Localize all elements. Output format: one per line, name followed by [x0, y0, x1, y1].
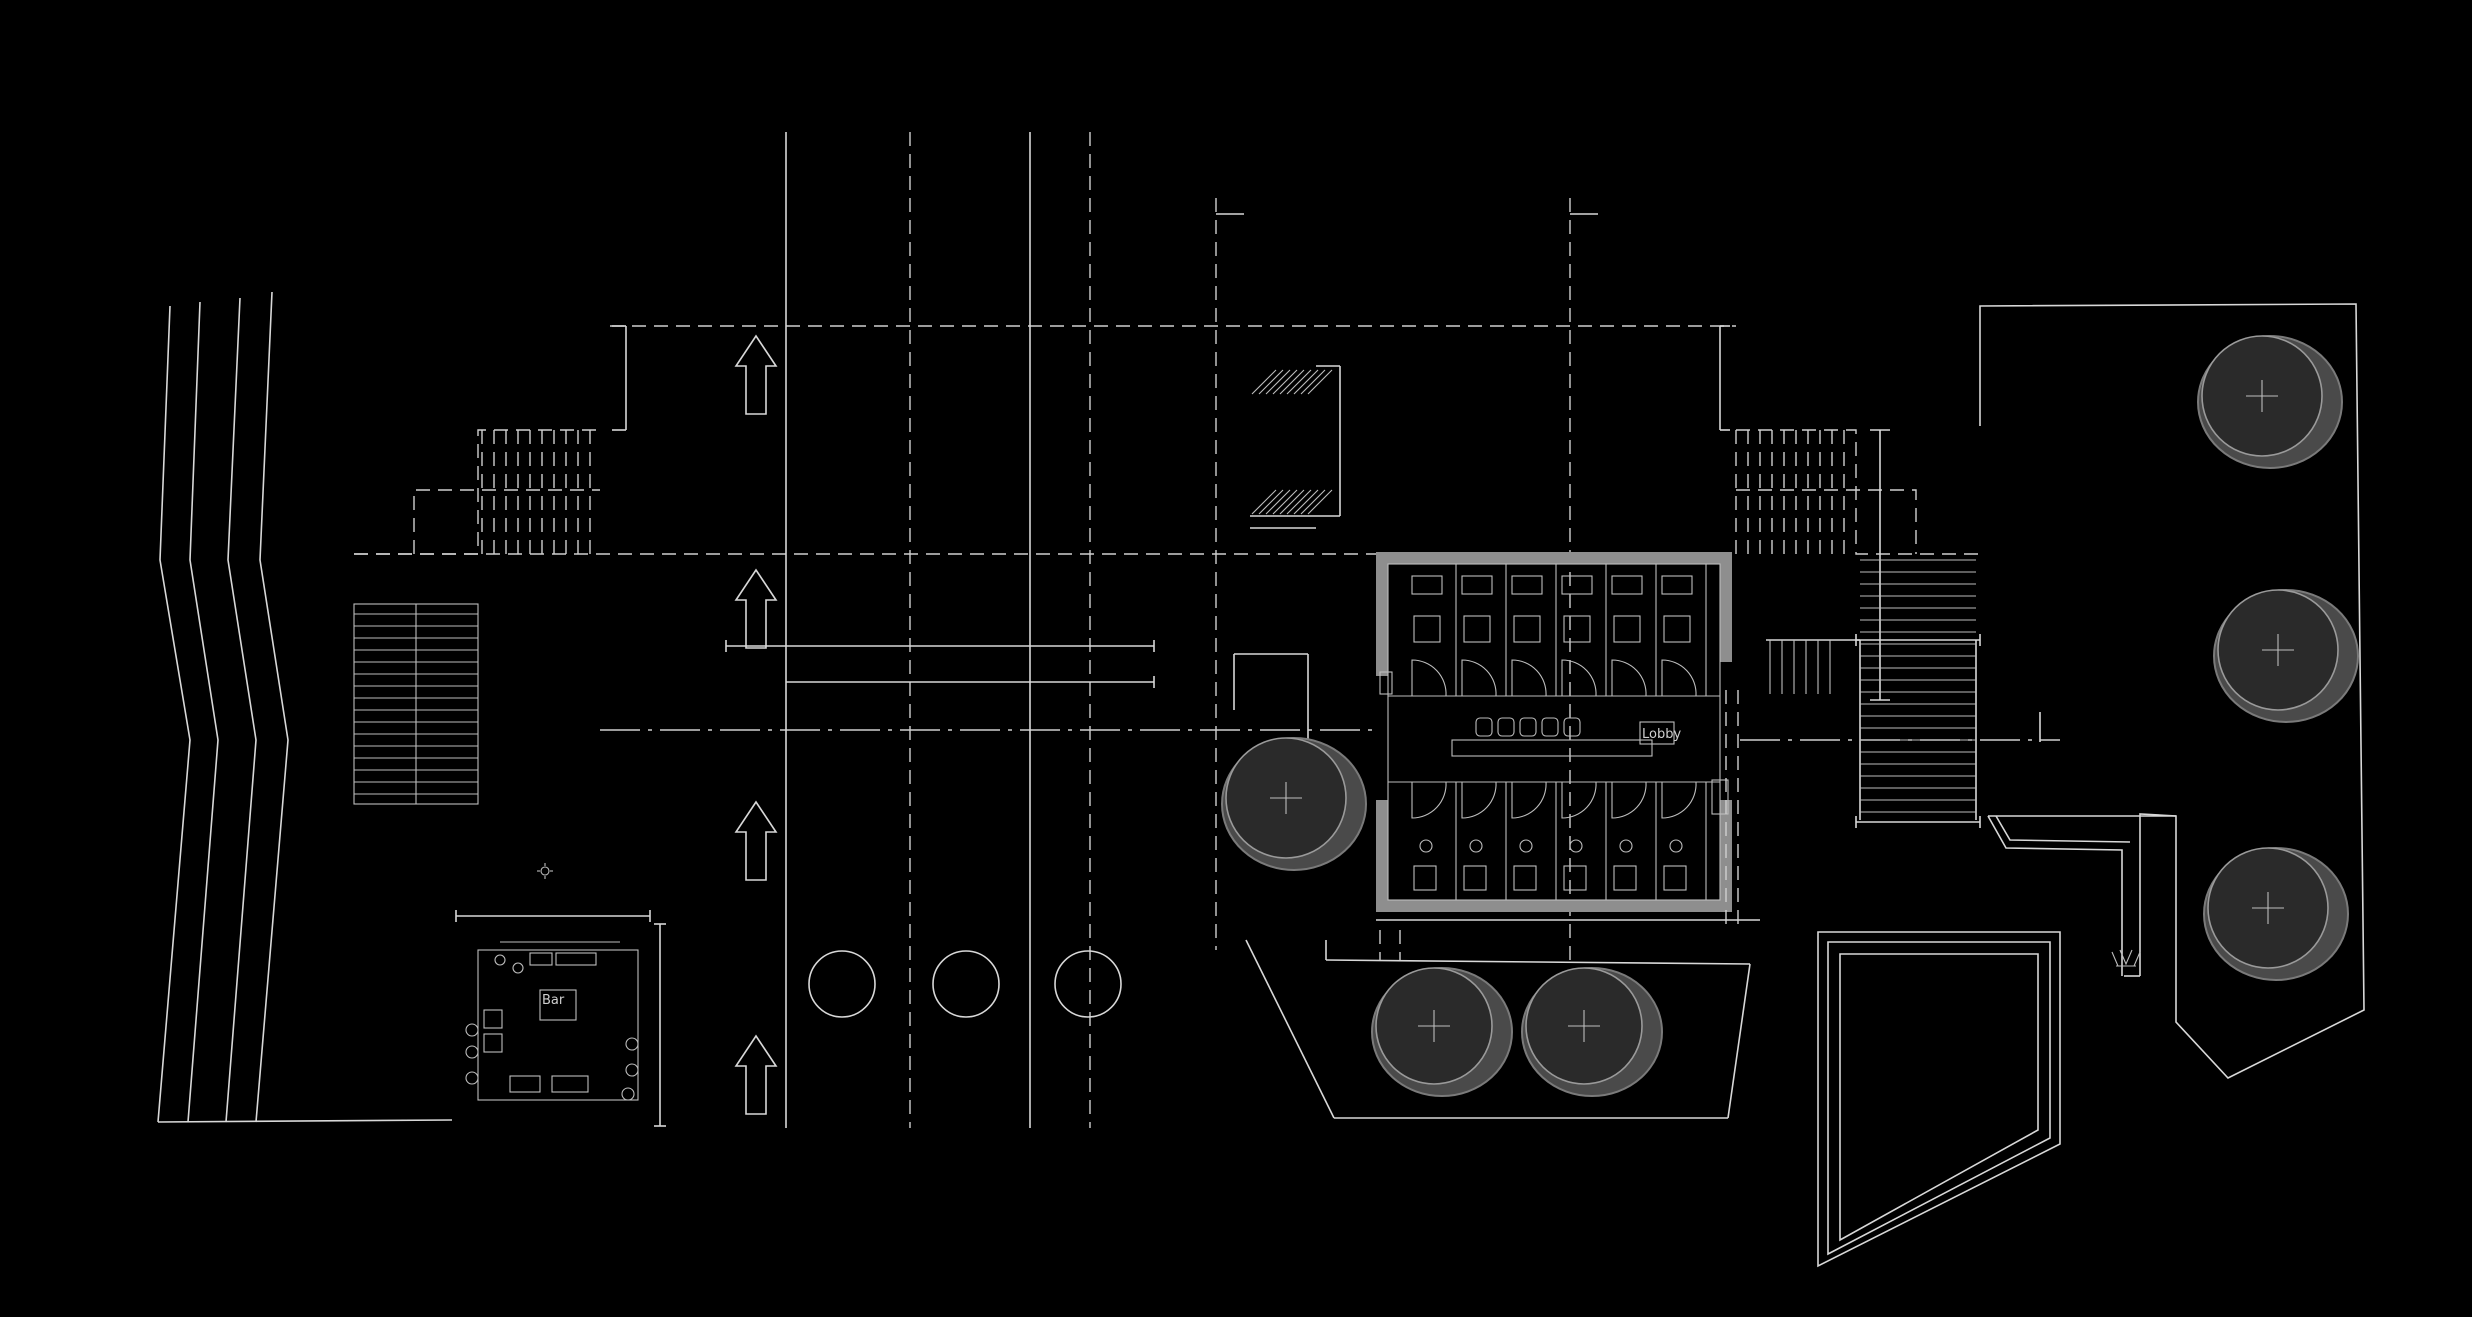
lobby-surroundings — [1233, 653, 1760, 1119]
hatch-line — [1279, 489, 1305, 515]
door-swing — [1611, 781, 1647, 819]
hatch-boxes — [1250, 365, 1341, 529]
lobby-chair — [1497, 717, 1515, 737]
room-bed — [1511, 575, 1543, 595]
hatch-line — [1265, 369, 1291, 395]
hatch-line — [1286, 369, 1312, 395]
up-arrow-icon — [734, 568, 778, 649]
door-swing — [1461, 781, 1497, 819]
room-bath — [1663, 615, 1691, 643]
upper-left-stepped-block — [354, 325, 627, 555]
door-swing — [1661, 781, 1697, 819]
fixture — [1519, 839, 1533, 853]
room-bed — [1561, 575, 1593, 595]
room-bed — [1611, 575, 1643, 595]
small-figure-icon — [2111, 949, 2141, 967]
room-bath — [1413, 615, 1441, 643]
hatch-marks — [1251, 369, 1333, 515]
room-bath — [1563, 865, 1587, 891]
room-bath — [1463, 865, 1487, 891]
bar-label: Bar — [542, 993, 565, 1008]
right-terrace — [1979, 303, 2365, 1079]
hatch-line — [1258, 489, 1284, 515]
fixture — [1619, 839, 1633, 853]
hatch-line — [1300, 369, 1326, 395]
lobby-chair — [1563, 717, 1581, 737]
lane-crossbars — [725, 640, 1155, 688]
room-bath — [1613, 615, 1641, 643]
fixture — [1569, 839, 1583, 853]
bar-pavilion: Bar — [455, 910, 666, 1127]
up-arrow-icon — [734, 1034, 778, 1115]
guest-rooms — [1411, 564, 1707, 900]
sun-icon — [537, 863, 553, 879]
hatch-line — [1300, 489, 1326, 515]
hatch-line — [1293, 489, 1319, 515]
hatch-line — [1272, 489, 1298, 515]
door-swing — [1411, 781, 1447, 819]
site-edge-lines — [157, 291, 453, 1123]
room-bath — [1563, 615, 1591, 643]
right-stair-treads — [1735, 430, 1976, 813]
lobby-chair — [1519, 717, 1537, 737]
up-arrow-icon — [734, 334, 778, 415]
room-bed — [1661, 575, 1693, 595]
door-swing — [1461, 659, 1497, 697]
hatch-line — [1279, 369, 1305, 395]
door-swing — [1511, 659, 1547, 697]
fixture — [1469, 839, 1483, 853]
hatch-line — [1293, 369, 1319, 395]
pool — [1817, 931, 2061, 1268]
lobby-chair — [1541, 717, 1559, 737]
room-bath — [1663, 865, 1687, 891]
hatch-line — [1251, 489, 1277, 515]
right-stepped-block — [1719, 325, 2060, 828]
upper-left-treads — [481, 430, 591, 554]
hatch-line — [1286, 489, 1312, 515]
lobby-chair — [1475, 717, 1493, 737]
hatch-line — [1307, 489, 1333, 515]
room-bath — [1463, 615, 1491, 643]
hatch-line — [1272, 369, 1298, 395]
room-bed — [1411, 575, 1443, 595]
dashed-grid-lines — [354, 325, 1736, 731]
up-arrow-icon — [734, 334, 778, 1115]
left-stair-treads — [354, 613, 478, 795]
room-bath — [1413, 865, 1437, 891]
door-swing — [1611, 659, 1647, 697]
circular-columns — [808, 950, 1122, 1018]
fixture — [1419, 839, 1433, 853]
room-bath — [1613, 865, 1637, 891]
fixture — [1669, 839, 1683, 853]
door-swing — [1561, 659, 1597, 697]
door-swing — [1411, 659, 1447, 697]
hatch-line — [1307, 369, 1333, 395]
room-bed — [1461, 575, 1493, 595]
left-stair-block — [353, 603, 479, 805]
up-arrow-icon — [734, 800, 778, 881]
door-swing — [1661, 659, 1697, 697]
door-swing — [1511, 781, 1547, 819]
room-bath — [1513, 615, 1541, 643]
vertical-lane-lines — [785, 132, 1598, 1128]
hatch-line — [1251, 369, 1277, 395]
lobby-building: Lobby — [1376, 552, 1732, 912]
door-swing — [1561, 781, 1597, 819]
room-bath — [1513, 865, 1537, 891]
lobby-label: Lobby — [1642, 727, 1681, 742]
round-tanks — [1221, 335, 2359, 1097]
hatch-line — [1265, 489, 1291, 515]
hatch-line — [1258, 369, 1284, 395]
